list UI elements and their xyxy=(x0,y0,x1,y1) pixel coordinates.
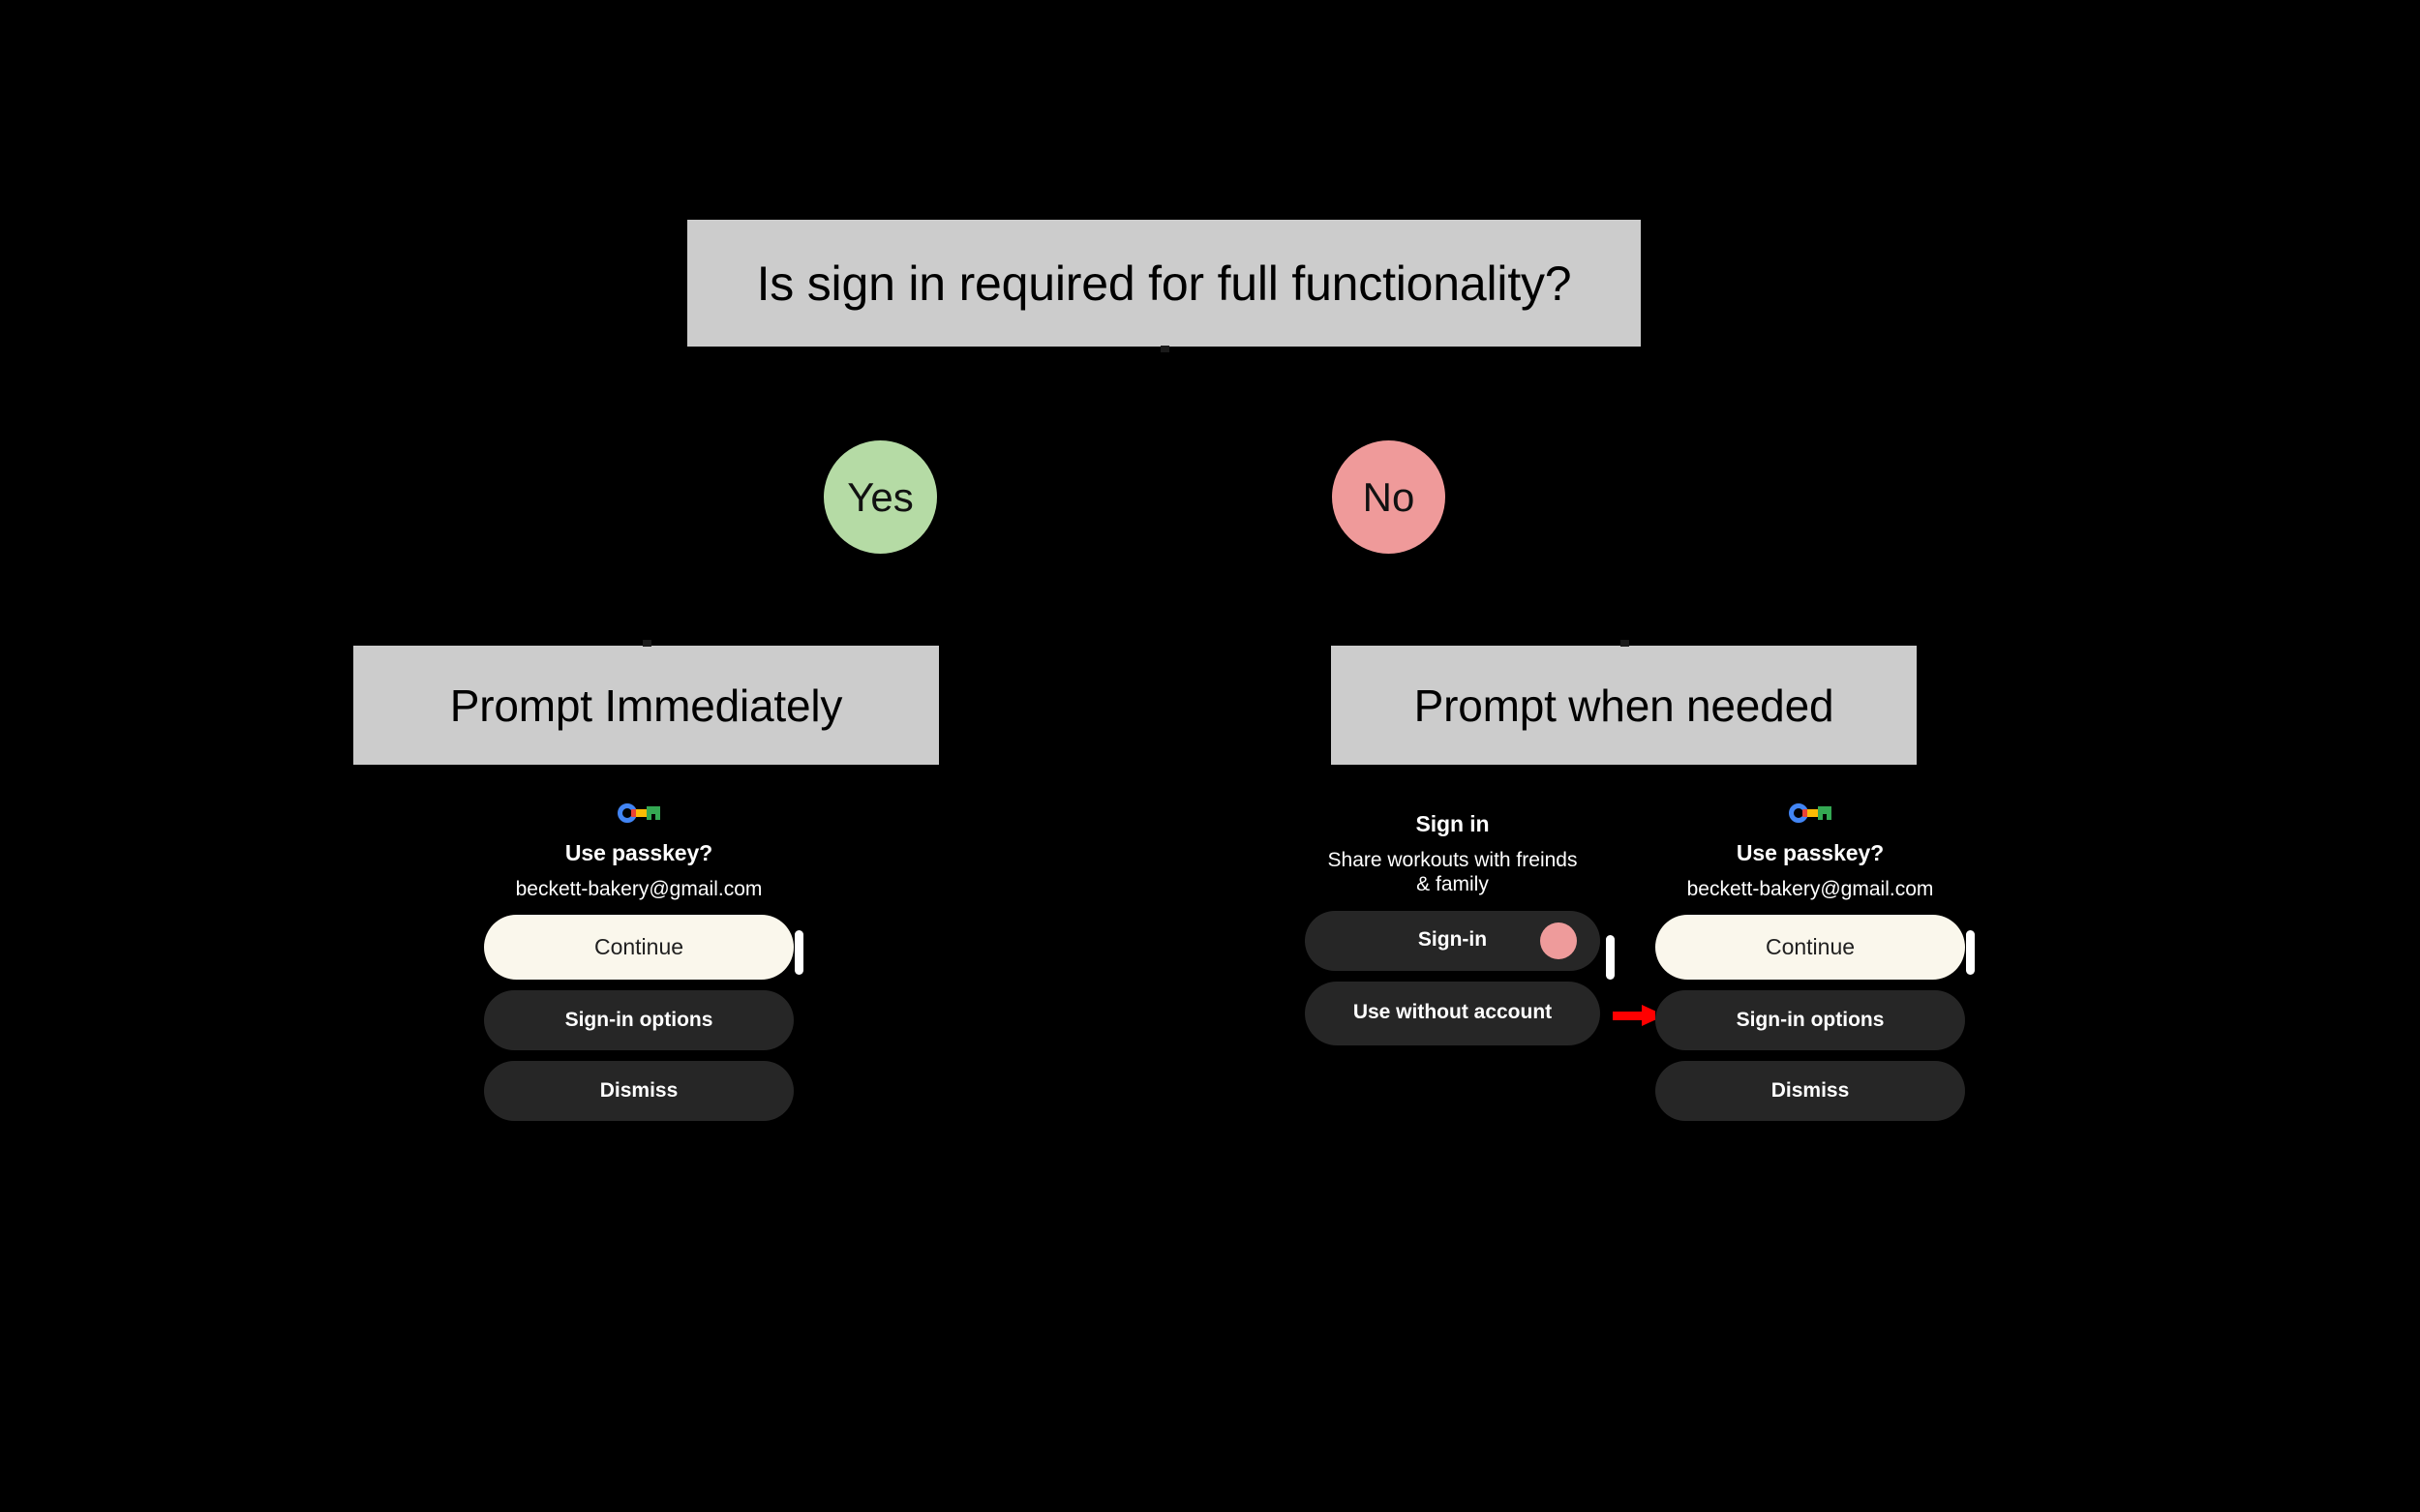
mockup-right-passkey-prompt: Use passkey? beckett-bakery@gmail.com Co… xyxy=(1655,803,1965,1133)
mockup-left-continue-button[interactable]: Continue xyxy=(484,915,794,981)
connector-stub-up-left xyxy=(642,640,651,647)
arrow-shaft xyxy=(1613,1012,1646,1020)
scrollbar-thumb-middle[interactable] xyxy=(1606,935,1615,980)
decision-label-yes: Yes xyxy=(847,473,914,520)
mockup-left-signin-options-button[interactable]: Sign-in options xyxy=(484,990,794,1051)
mockup-left-dismiss-button[interactable]: Dismiss xyxy=(484,1061,794,1122)
scrollbar-middle[interactable] xyxy=(1590,910,1623,1026)
mockup-right-subtitle: beckett-bakery@gmail.com xyxy=(1686,877,1934,900)
mockup-middle-use-without-account-button[interactable]: Use without account xyxy=(1305,981,1600,1045)
scrollbar-thumb-right[interactable] xyxy=(1966,930,1975,975)
mockup-middle-title: Sign in xyxy=(1415,811,1490,836)
mockup-right-signin-options-button[interactable]: Sign-in options xyxy=(1655,990,1965,1051)
google-passkey-icon xyxy=(1789,803,1831,823)
google-passkey-icon xyxy=(618,803,660,823)
flow-question-label: Is sign in required for full functionali… xyxy=(756,256,1572,311)
flow-result-box-prompt-immediately: Prompt Immediately xyxy=(353,640,939,765)
flow-result-box-prompt-when-needed: Prompt when needed xyxy=(1331,640,1917,765)
connector-stub-down xyxy=(1160,346,1169,352)
flow-result-label-yes: Prompt Immediately xyxy=(449,680,843,731)
connector-stub-up-right xyxy=(1619,640,1629,647)
scrollbar-left[interactable] xyxy=(779,905,812,1021)
scrollbar-thumb-left[interactable] xyxy=(795,930,803,975)
mockup-middle-subtitle: Share workouts with freinds & family xyxy=(1327,848,1578,896)
mockup-right-dismiss-button[interactable]: Dismiss xyxy=(1655,1061,1965,1122)
mockup-right-title: Use passkey? xyxy=(1736,840,1885,865)
decision-circle-no: No xyxy=(1332,440,1445,554)
mockup-left-passkey-prompt: Use passkey? beckett-bakery@gmail.com Co… xyxy=(484,803,794,1133)
decision-circle-yes: Yes xyxy=(824,440,937,554)
mockup-middle-signin-button[interactable]: Sign-in xyxy=(1305,910,1600,971)
decision-label-no: No xyxy=(1362,473,1415,520)
mockup-middle-signin-label: Sign-in xyxy=(1417,928,1488,952)
mockup-left-subtitle: beckett-bakery@gmail.com xyxy=(515,877,763,900)
flow-question-box: Is sign in required for full functionali… xyxy=(687,220,1641,352)
mockup-middle-signin-prompt: Sign in Share workouts with freinds & fa… xyxy=(1305,811,1600,1056)
scrollbar-right[interactable] xyxy=(1951,905,1983,1021)
mockup-right-continue-button[interactable]: Continue xyxy=(1655,915,1965,981)
account-avatar-dot xyxy=(1540,922,1577,959)
flow-result-label-no: Prompt when needed xyxy=(1413,680,1834,731)
mockup-left-title: Use passkey? xyxy=(564,840,713,865)
